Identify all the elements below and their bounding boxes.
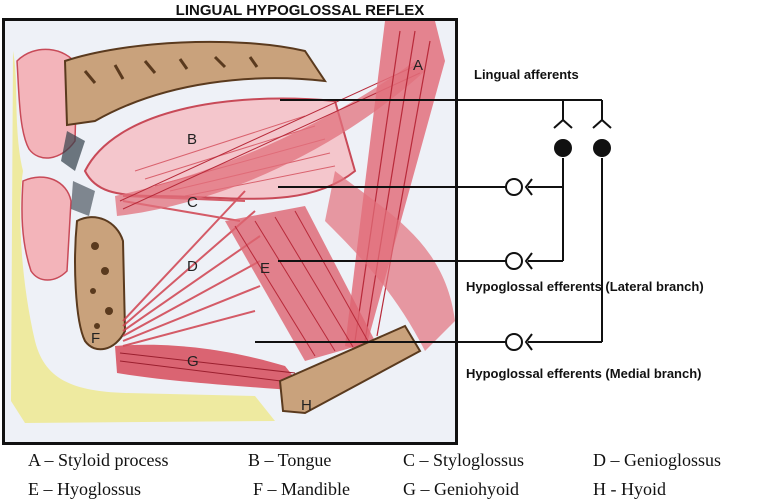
label-E: E xyxy=(260,260,271,277)
neuron-body-icon xyxy=(554,139,572,157)
lingual-afferents-label: Lingual afferents xyxy=(474,67,579,82)
motor-ending-icon xyxy=(505,178,523,196)
legend-item: H - Hyoid xyxy=(593,479,666,499)
legend-item: D – Genioglossus xyxy=(593,450,722,470)
legend-item: A – Styloid process xyxy=(28,450,169,470)
label-F: F xyxy=(91,330,101,347)
legend-item: C – Styloglossus xyxy=(403,450,525,470)
motor-ending-icon xyxy=(505,333,523,351)
anatomy-illustration xyxy=(5,21,455,442)
anatomy-drawing: A B C D E F G H xyxy=(2,18,458,445)
neuron-body-icon xyxy=(593,139,611,157)
synapse-chevron xyxy=(553,118,573,129)
motor-ending-icon xyxy=(505,252,523,270)
diagram-title: LINGUAL HYPOGLOSSAL REFLEX xyxy=(175,2,425,19)
label-A: A xyxy=(413,57,424,74)
label-C: C xyxy=(187,194,198,211)
lateral-branch-label: Hypoglossal efferents (Lateral branch) xyxy=(466,279,704,294)
legend-item: B – Tongue xyxy=(248,450,332,470)
medial-branch-label: Hypoglossal efferents (Medial branch) xyxy=(466,366,702,381)
label-H: H xyxy=(301,397,312,414)
label-D: D xyxy=(187,258,198,275)
label-G: G xyxy=(187,353,199,370)
label-B: B xyxy=(187,131,198,148)
legend-item: F – Mandible xyxy=(253,479,350,499)
legend-item: G – Geniohyoid xyxy=(403,479,519,499)
legend-item: E – Hyoglossus xyxy=(28,479,142,499)
synapse-chevron xyxy=(592,118,612,129)
